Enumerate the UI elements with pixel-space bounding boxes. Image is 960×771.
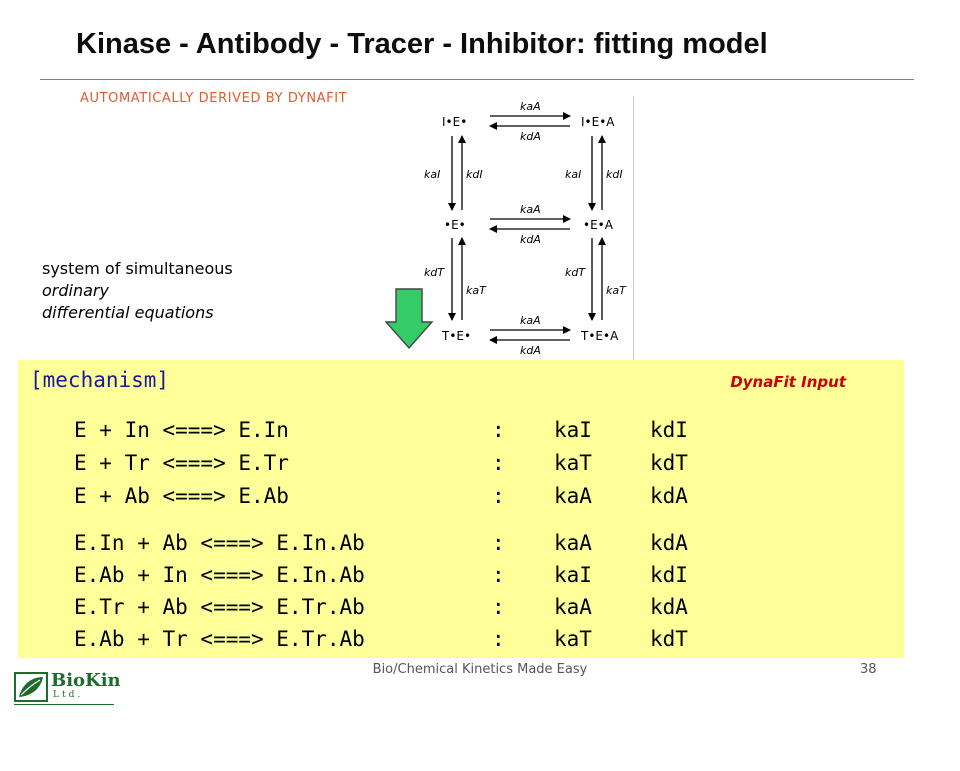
rate-bot-kaA: kaA (520, 314, 541, 327)
description-line-3: differential equations (42, 303, 214, 322)
rate-mid-kdA: kdA (520, 233, 541, 246)
dynafit-input-panel: [mechanism] DynaFit Input E + In <===> E… (18, 360, 904, 658)
species-IEA: I•E•A (581, 115, 615, 129)
page-number: 38 (860, 662, 877, 677)
rate-left-kaI: kaI (424, 168, 440, 181)
rate-top-kaA: kaA (520, 100, 541, 113)
down-arrow-icon (384, 288, 434, 350)
rate-right-kaI: kaI (565, 168, 581, 181)
panel-label: DynaFit Input (730, 373, 846, 391)
rate-left-kdI: kdI (466, 168, 483, 181)
species-E: •E• (444, 218, 466, 232)
logo-name: BioKin (51, 670, 121, 691)
species-TE: T•E• (441, 329, 471, 343)
description: system of simultaneous ordinary differen… (42, 258, 233, 324)
leaf-logo-icon (14, 672, 48, 702)
rate-mid-kaA: kaA (520, 203, 541, 216)
reaction-row: E.Tr + Ab <===> E.Tr.Ab : kaA kdA (74, 595, 688, 619)
logo-sub: Ltd. (53, 690, 84, 700)
rate-right-kdT: kdT (565, 266, 586, 279)
reaction-row: E + In <===> E.In : kaI kdI (74, 418, 688, 442)
species-TEA: T•E•A (580, 329, 619, 343)
mechanism-header: [mechanism] (30, 368, 170, 392)
rate-right-kdI: kdI (606, 168, 623, 181)
reaction-row: E.Ab + Tr <===> E.Tr.Ab : kaT kdT (74, 627, 688, 651)
reaction-row: E + Tr <===> E.Tr : kaT kdT (74, 451, 688, 475)
reaction-row: E.In + Ab <===> E.In.Ab : kaA kdA (74, 531, 688, 555)
slide-title: Kinase - Antibody - Tracer - Inhibitor: … (76, 28, 768, 60)
species-IE: I•E• (442, 115, 467, 129)
rate-left-kaT: kaT (466, 284, 487, 297)
reaction-row: E.Ab + In <===> E.In.Ab : kaI kdI (74, 563, 688, 587)
title-divider (40, 79, 914, 80)
biokin-logo: BioKin Ltd. (14, 670, 121, 705)
rate-bot-kdA: kdA (520, 344, 541, 357)
reaction-scheme-diagram: I•E• I•E•A •E• •E•A T•E• T•E•A kaA kdA k… (424, 100, 627, 357)
logo-underline (14, 704, 114, 705)
rate-left-kdT: kdT (424, 266, 445, 279)
rate-top-kdA: kdA (520, 130, 541, 143)
rate-right-kaT: kaT (606, 284, 627, 297)
scheme-divider (633, 96, 634, 360)
description-line-1: system of simultaneous (42, 259, 233, 278)
description-line-2: ordinary (42, 281, 109, 300)
footer-text: Bio/Chemical Kinetics Made Easy (372, 662, 588, 677)
species-EA: •E•A (583, 218, 614, 232)
subtitle: AUTOMATICALLY DERIVED BY DYNAFIT (80, 91, 348, 106)
reaction-row: E + Ab <===> E.Ab : kaA kdA (74, 484, 688, 508)
